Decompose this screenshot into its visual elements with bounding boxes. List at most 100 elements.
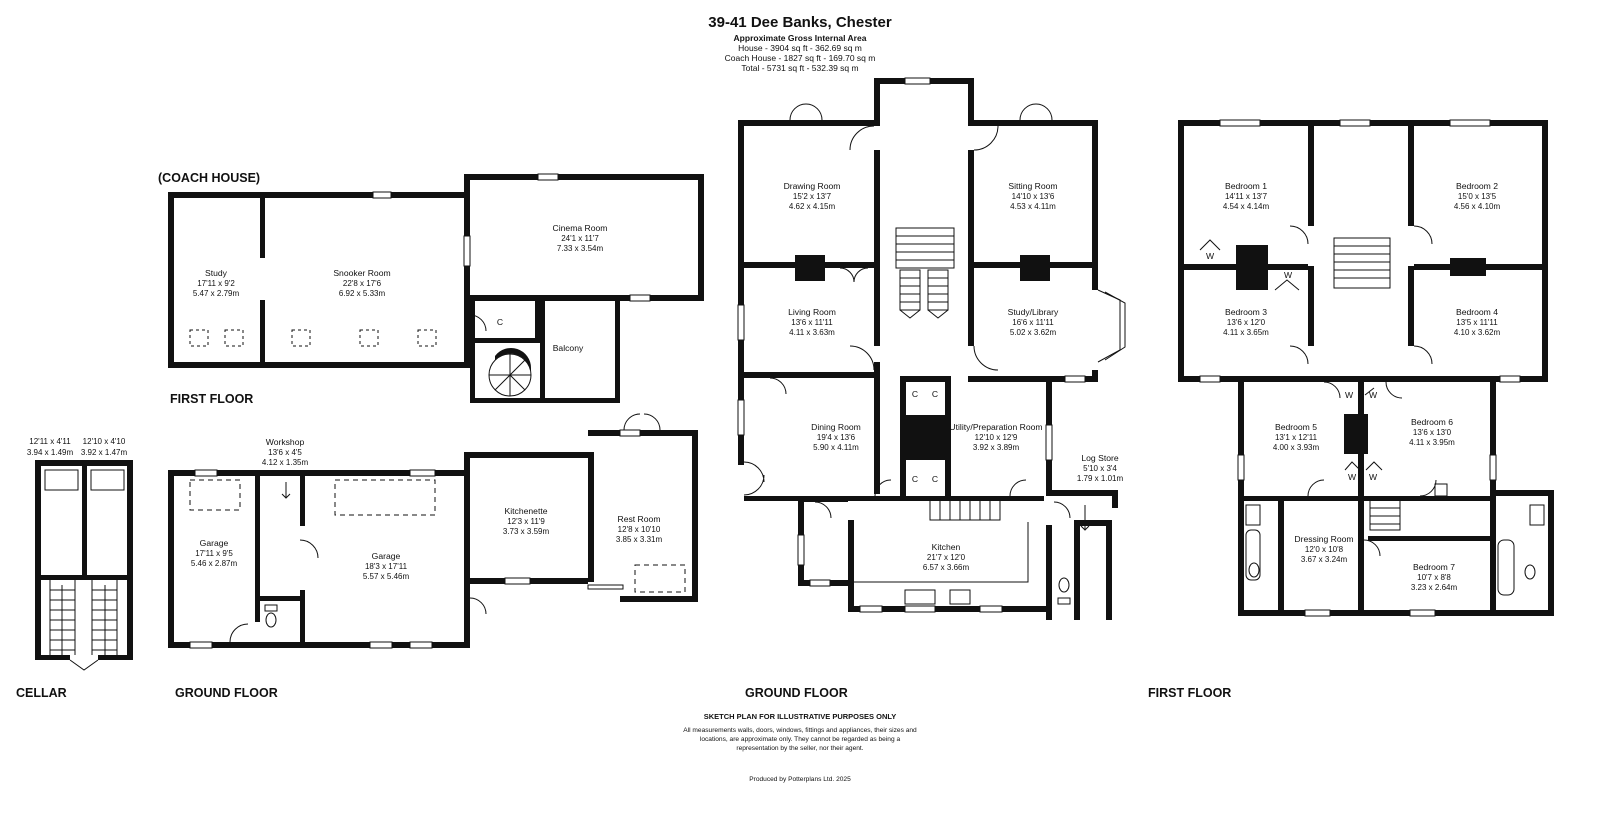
svg-text:Garage: Garage bbox=[200, 538, 229, 548]
area-heading: Approximate Gross Internal Area bbox=[733, 33, 867, 43]
svg-text:C: C bbox=[932, 389, 938, 399]
room-garage-1: Garage 17'11 x 9'5 5.46 x 2.87m bbox=[191, 538, 238, 568]
svg-text:Drawing Room: Drawing Room bbox=[784, 181, 841, 191]
room-bedroom-2: Bedroom 2 15'0 x 13'5 4.56 x 4.10m bbox=[1454, 181, 1501, 211]
svg-text:Bedroom 5: Bedroom 5 bbox=[1275, 422, 1317, 432]
room-cellar-right: 12'10 x 4'10 3.92 x 1.47m bbox=[81, 437, 128, 457]
room-cellar-left: 12'11 x 4'11 3.94 x 1.49m bbox=[27, 437, 74, 457]
svg-text:Bedroom 4: Bedroom 4 bbox=[1456, 307, 1498, 317]
room-garage-2: Garage 18'3 x 17'11 5.57 x 5.46m bbox=[363, 551, 410, 581]
svg-text:18'3 x 17'11: 18'3 x 17'11 bbox=[365, 562, 408, 571]
house-ground-floor bbox=[737, 77, 1126, 620]
room-dining: Dining Room 19'4 x 13'6 5.90 x 4.11m bbox=[811, 422, 861, 452]
svg-text:W: W bbox=[1369, 390, 1378, 400]
svg-text:Bedroom 7: Bedroom 7 bbox=[1413, 562, 1455, 572]
room-cinema: Cinema Room 24'1 x 11'7 7.33 x 3.54m bbox=[553, 223, 608, 253]
svg-text:6.57 x 3.66m: 6.57 x 3.66m bbox=[923, 563, 970, 572]
svg-text:Bedroom 6: Bedroom 6 bbox=[1411, 417, 1453, 427]
room-bedroom-6: Bedroom 6 13'6 x 13'0 4.11 x 3.95m bbox=[1409, 417, 1455, 447]
coach-house-first-floor bbox=[168, 173, 704, 403]
house-first-floor bbox=[1178, 119, 1554, 617]
svg-text:13'6 x 13'0: 13'6 x 13'0 bbox=[1413, 428, 1452, 437]
svg-text:12'3 x 11'9: 12'3 x 11'9 bbox=[507, 517, 545, 526]
svg-text:C: C bbox=[932, 474, 938, 484]
room-utility: Utility/Preparation Room 12'10 x 12'9 3.… bbox=[949, 422, 1042, 452]
room-living: Living Room 13'6 x 11'11 4.11 x 3.63m bbox=[788, 307, 836, 337]
svg-text:5.57 x 5.46m: 5.57 x 5.46m bbox=[363, 572, 410, 581]
room-sitting: Sitting Room 14'10 x 13'6 4.53 x 4.11m bbox=[1008, 181, 1057, 211]
room-drawing: Drawing Room 15'2 x 13'7 4.62 x 4.15m bbox=[784, 181, 841, 211]
svg-text:Bedroom 2: Bedroom 2 bbox=[1456, 181, 1498, 191]
svg-text:3.23 x 2.64m: 3.23 x 2.64m bbox=[1411, 583, 1458, 592]
svg-text:4.12 x 1.35m: 4.12 x 1.35m bbox=[262, 458, 309, 467]
svg-text:14'10 x 13'6: 14'10 x 13'6 bbox=[1012, 192, 1055, 201]
svg-text:W: W bbox=[1206, 251, 1215, 261]
svg-text:Dressing Room: Dressing Room bbox=[1294, 534, 1353, 544]
area-house: House - 3904 sq ft - 362.69 sq m bbox=[738, 43, 862, 53]
svg-text:15'0 x 13'5: 15'0 x 13'5 bbox=[1458, 192, 1497, 201]
svg-text:Log Store: Log Store bbox=[1081, 453, 1118, 463]
svg-text:3.94 x 1.49m: 3.94 x 1.49m bbox=[27, 448, 74, 457]
svg-text:13'6 x 12'0: 13'6 x 12'0 bbox=[1227, 318, 1266, 327]
svg-text:15'2 x 13'7: 15'2 x 13'7 bbox=[793, 192, 832, 201]
label-coach-first-floor: FIRST FLOOR bbox=[170, 392, 253, 406]
room-workshop: Workshop 13'6 x 4'5 4.12 x 1.35m bbox=[262, 437, 309, 467]
label-house-first-floor: FIRST FLOOR bbox=[1148, 686, 1231, 700]
label-cellar: CELLAR bbox=[16, 686, 67, 700]
svg-text:17'11 x 9'5: 17'11 x 9'5 bbox=[195, 549, 233, 558]
svg-text:W: W bbox=[1348, 472, 1357, 482]
svg-text:Kitchen: Kitchen bbox=[932, 542, 961, 552]
svg-text:Sitting Room: Sitting Room bbox=[1008, 181, 1057, 191]
svg-text:1.79 x 1.01m: 1.79 x 1.01m bbox=[1077, 474, 1124, 483]
svg-text:Cinema Room: Cinema Room bbox=[553, 223, 608, 233]
svg-text:4.53 x 4.11m: 4.53 x 4.11m bbox=[1010, 202, 1056, 211]
markers-ground-cupboards: C C C C bbox=[912, 389, 938, 484]
svg-text:13'6 x 4'5: 13'6 x 4'5 bbox=[268, 448, 302, 457]
svg-text:Bedroom 1: Bedroom 1 bbox=[1225, 181, 1267, 191]
svg-text:3.67 x 3.24m: 3.67 x 3.24m bbox=[1301, 555, 1348, 564]
svg-text:Study/Library: Study/Library bbox=[1008, 307, 1059, 317]
area-total: Total - 5731 sq ft - 532.39 sq m bbox=[741, 63, 859, 73]
svg-text:3.73 x 3.59m: 3.73 x 3.59m bbox=[503, 527, 550, 536]
svg-text:4.00 x 3.93m: 4.00 x 3.93m bbox=[1273, 443, 1320, 452]
svg-text:W: W bbox=[1284, 270, 1293, 280]
svg-text:7.33 x 3.54m: 7.33 x 3.54m bbox=[557, 244, 604, 253]
svg-text:Utility/Preparation Room: Utility/Preparation Room bbox=[949, 422, 1042, 432]
label-house-ground-floor: GROUND FLOOR bbox=[745, 686, 848, 700]
svg-text:Kitchenette: Kitchenette bbox=[505, 506, 548, 516]
cellar-plan bbox=[35, 460, 133, 671]
svg-text:4.62 x 4.15m: 4.62 x 4.15m bbox=[789, 202, 836, 211]
svg-text:W: W bbox=[1345, 390, 1354, 400]
label-coach-house: (COACH HOUSE) bbox=[158, 171, 260, 185]
svg-text:Dining Room: Dining Room bbox=[811, 422, 861, 432]
svg-text:10'7 x 8'8: 10'7 x 8'8 bbox=[1417, 573, 1451, 582]
room-dressing: Dressing Room 12'0 x 10'8 3.67 x 3.24m bbox=[1294, 534, 1353, 564]
room-rest: Rest Room 12'8 x 10'10 3.85 x 3.31m bbox=[616, 514, 663, 544]
svg-text:6.92 x 5.33m: 6.92 x 5.33m bbox=[339, 289, 386, 298]
svg-text:Study: Study bbox=[205, 268, 228, 278]
svg-text:3.92 x 3.89m: 3.92 x 3.89m bbox=[973, 443, 1020, 452]
room-library: Study/Library 16'6 x 11'11 5.02 x 3.62m bbox=[1008, 307, 1059, 337]
svg-text:5.90 x 4.11m: 5.90 x 4.11m bbox=[813, 443, 859, 452]
coach-house-ground-floor bbox=[168, 413, 698, 649]
producer-credit: Produced by Potterplans Ltd. 2025 bbox=[749, 776, 851, 783]
room-bedroom-5: Bedroom 5 13'1 x 12'11 4.00 x 3.93m bbox=[1273, 422, 1320, 452]
svg-text:17'11 x 9'2: 17'11 x 9'2 bbox=[197, 279, 235, 288]
svg-text:C: C bbox=[912, 389, 918, 399]
room-study: Study 17'11 x 9'2 5.47 x 2.79m bbox=[193, 268, 240, 298]
sketch-notice: SKETCH PLAN FOR ILLUSTRATIVE PURPOSES ON… bbox=[703, 712, 897, 721]
svg-text:3.92 x 1.47m: 3.92 x 1.47m bbox=[81, 448, 128, 457]
svg-text:4.11 x 3.63m: 4.11 x 3.63m bbox=[789, 328, 835, 337]
svg-text:Workshop: Workshop bbox=[266, 437, 305, 447]
svg-text:13'1 x 12'11: 13'1 x 12'11 bbox=[1275, 433, 1318, 442]
room-bedroom-4: Bedroom 4 13'5 x 11'11 4.10 x 3.62m bbox=[1454, 307, 1501, 337]
svg-text:Snooker Room: Snooker Room bbox=[333, 268, 390, 278]
svg-text:W: W bbox=[1369, 472, 1378, 482]
svg-text:19'4 x 13'6: 19'4 x 13'6 bbox=[817, 433, 856, 442]
svg-text:14'11 x 13'7: 14'11 x 13'7 bbox=[1225, 192, 1268, 201]
svg-text:3.85 x 3.31m: 3.85 x 3.31m bbox=[616, 535, 663, 544]
svg-text:Living Room: Living Room bbox=[788, 307, 836, 317]
svg-text:5'10 x 3'4: 5'10 x 3'4 bbox=[1083, 464, 1117, 473]
svg-text:24'1 x 11'7: 24'1 x 11'7 bbox=[561, 234, 599, 243]
